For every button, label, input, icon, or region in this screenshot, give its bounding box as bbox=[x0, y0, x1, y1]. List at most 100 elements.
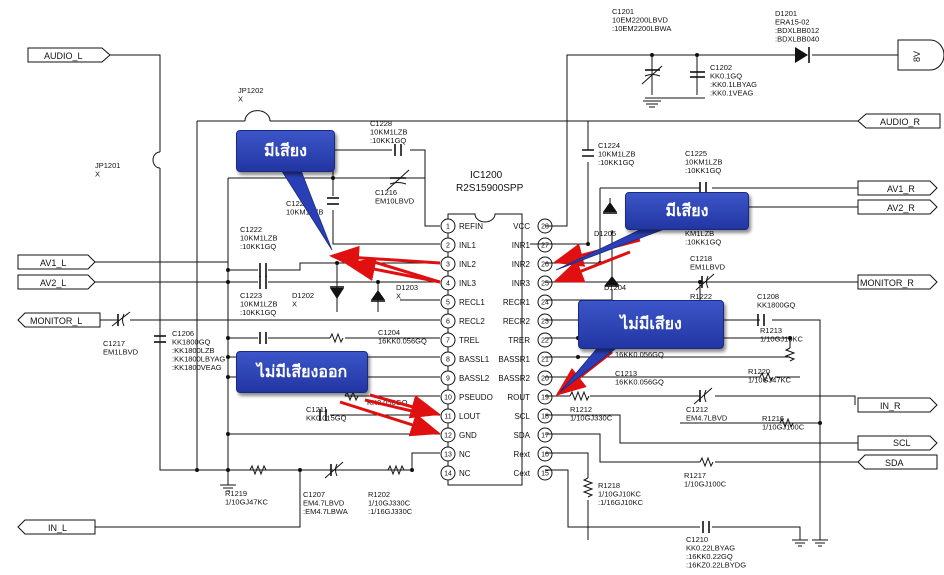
label-c1205-frag: KK0.056GQ bbox=[367, 398, 408, 407]
ic-pin-number: 18 bbox=[541, 414, 549, 421]
ic-pin-label: PSEUDO bbox=[459, 393, 493, 402]
ic-pin-label: SCL bbox=[514, 412, 530, 421]
ic-pin-label: RECR2 bbox=[503, 317, 531, 326]
arrow-gnd bbox=[339, 400, 441, 437]
ic-pin-label: NC bbox=[459, 469, 471, 478]
ic-pin-label: TRER bbox=[508, 336, 530, 345]
ic-pin-number: 17 bbox=[541, 433, 549, 440]
ic-pin-label: NC bbox=[459, 450, 471, 459]
ic-pin-label: INR2 bbox=[512, 260, 531, 269]
arrow-inr3 bbox=[553, 250, 631, 283]
ic-pin-number: 23 bbox=[541, 319, 549, 326]
ic-pin-number: 27 bbox=[541, 243, 549, 250]
ic-pin-label: TREL bbox=[459, 336, 480, 345]
ic-pin-label: BASSL2 bbox=[459, 374, 490, 383]
ic-pin-number: 4 bbox=[446, 281, 450, 288]
svg-text:AV2_L: AV2_L bbox=[40, 278, 66, 288]
svg-text:AUDIO_L: AUDIO_L bbox=[44, 51, 83, 61]
ic-pin-number: 8 bbox=[446, 357, 450, 364]
ic-pin-label: Cext bbox=[514, 469, 531, 478]
svg-text:AV2_R: AV2_R bbox=[887, 203, 915, 213]
svg-text:AUDIO_R: AUDIO_R bbox=[880, 117, 921, 127]
svg-text:SDA: SDA bbox=[885, 458, 904, 468]
ic-pin-number: 11 bbox=[444, 414, 451, 421]
label-r1222: R1222 bbox=[690, 292, 712, 301]
port-av1-l: AV1_L bbox=[17, 254, 96, 270]
svg-text:MONITOR_L: MONITOR_L bbox=[30, 316, 82, 326]
callout-tails bbox=[279, 167, 676, 393]
ic-pin-22: 22 TRER bbox=[508, 332, 553, 348]
ic-pin-label: INR3 bbox=[512, 279, 531, 288]
ic-pin-label: INL1 bbox=[459, 241, 476, 250]
ic-pin-number: 1 bbox=[446, 224, 450, 231]
ic-pin-label: RECR1 bbox=[503, 298, 531, 307]
ic-pin-number: 14 bbox=[444, 471, 452, 478]
svg-text:AV1_L: AV1_L bbox=[40, 258, 66, 268]
ic-pin-label: INL3 bbox=[459, 279, 476, 288]
port-in-l: IN_L bbox=[17, 519, 96, 535]
ic-pin-label: VCC bbox=[513, 222, 530, 231]
ic-pin-label: ROUT bbox=[507, 393, 530, 402]
callout-text: มีเสียง bbox=[264, 140, 307, 160]
ic-pin-number: 21 bbox=[541, 357, 549, 364]
svg-text:AV1_R: AV1_R bbox=[887, 184, 915, 194]
ic-pin-7: 7 TREL bbox=[440, 332, 480, 348]
ic-pin-number: 9 bbox=[446, 376, 450, 383]
port-scl: SCL bbox=[857, 435, 938, 451]
svg-text:IN_L: IN_L bbox=[48, 523, 67, 533]
svg-text:SCL: SCL bbox=[893, 438, 911, 448]
ic-pin-number: 26 bbox=[541, 262, 549, 269]
ic-pin-19: 19 ROUT bbox=[507, 389, 553, 405]
ic-pin-label: SDA bbox=[514, 431, 531, 440]
arrow-inl2 bbox=[329, 245, 441, 270]
label-c1226-frag: KM1LZB:10KK1GQ bbox=[685, 229, 721, 247]
callout-text: ไม่มีเสียง bbox=[620, 314, 682, 333]
ic-pin-9: 9 BASSL2 bbox=[440, 370, 490, 386]
ic-pin-number: 3 bbox=[446, 262, 450, 269]
callout-no-sound-out: ไม่มีเสียงออก bbox=[236, 351, 368, 393]
port-av2-r: AV2_R bbox=[857, 199, 938, 215]
arrow-inl3-b bbox=[373, 260, 441, 284]
arrow-inl3 bbox=[345, 257, 441, 284]
ic-pin-4: 4 INL3 bbox=[440, 275, 476, 291]
callout-has-sound-right: มีเสียง bbox=[625, 192, 749, 230]
ic-pin-label: Rext bbox=[514, 450, 531, 459]
ic-pin-number: 2 bbox=[446, 243, 450, 250]
ic-pin-number: 22 bbox=[541, 338, 549, 345]
callout-has-sound-left: มีเสียง bbox=[236, 130, 335, 172]
ic-pin-number: 19 bbox=[541, 395, 549, 402]
ic-pin-number: 7 bbox=[446, 338, 450, 345]
svg-text:MONITOR_R: MONITOR_R bbox=[860, 278, 914, 288]
